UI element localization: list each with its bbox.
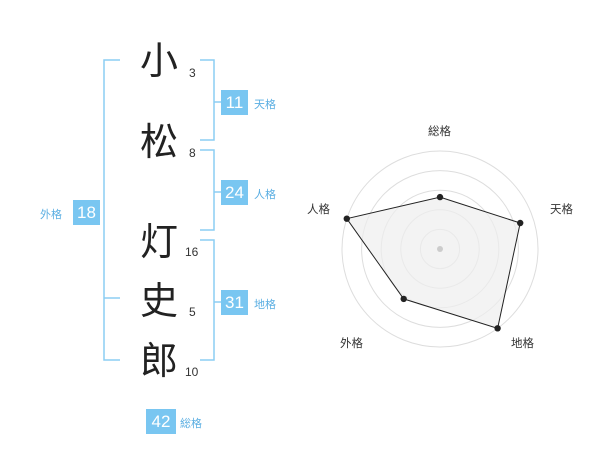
radar-ring bbox=[341, 150, 539, 348]
name-char-4: 史 bbox=[140, 279, 179, 323]
stroke-count-4: 5 bbox=[189, 305, 196, 319]
radar-point bbox=[494, 325, 501, 332]
radar-ring bbox=[361, 170, 519, 328]
radar-shape bbox=[345, 196, 521, 329]
stroke-count-3: 16 bbox=[185, 245, 199, 259]
soukaku-badge: 42 bbox=[146, 409, 176, 434]
radar-center-dot bbox=[437, 246, 443, 252]
radar-point bbox=[517, 219, 524, 227]
stroke-count-5: 10 bbox=[185, 365, 199, 379]
chikaku-label: 地格 bbox=[254, 298, 276, 311]
jinkaku-badge: 24 bbox=[221, 180, 248, 205]
radar-axis-label-chikaku: 地格 bbox=[511, 336, 534, 350]
radar-axis-label-jinkaku: 人格 bbox=[307, 202, 330, 216]
radar-point bbox=[400, 295, 407, 303]
tenkaku-label: 天格 bbox=[254, 98, 276, 111]
gaikaku-badge: 18 bbox=[73, 200, 100, 225]
name-char-3: 灯 bbox=[140, 220, 179, 264]
name-char-1: 小 bbox=[140, 39, 179, 83]
radar-axis-label-gaikaku: 外格 bbox=[340, 336, 363, 350]
name-char-2: 松 bbox=[140, 120, 179, 164]
chikaku-badge: 31 bbox=[221, 290, 248, 315]
stroke-count-2: 8 bbox=[189, 146, 196, 160]
soukaku-label: 総格 bbox=[180, 417, 202, 430]
gaikaku-label: 外格 bbox=[40, 208, 62, 221]
name-char-5: 郎 bbox=[140, 339, 179, 383]
jinkaku-label: 人格 bbox=[254, 188, 276, 201]
radar-point bbox=[343, 215, 350, 222]
tenkaku-badge: 11 bbox=[221, 90, 248, 115]
stroke-count-1: 3 bbox=[189, 66, 196, 80]
radar-axis-label-soukaku: 総格 bbox=[428, 124, 451, 138]
radar-axis-label-tenkaku: 天格 bbox=[550, 202, 573, 216]
radar-point bbox=[436, 193, 444, 201]
